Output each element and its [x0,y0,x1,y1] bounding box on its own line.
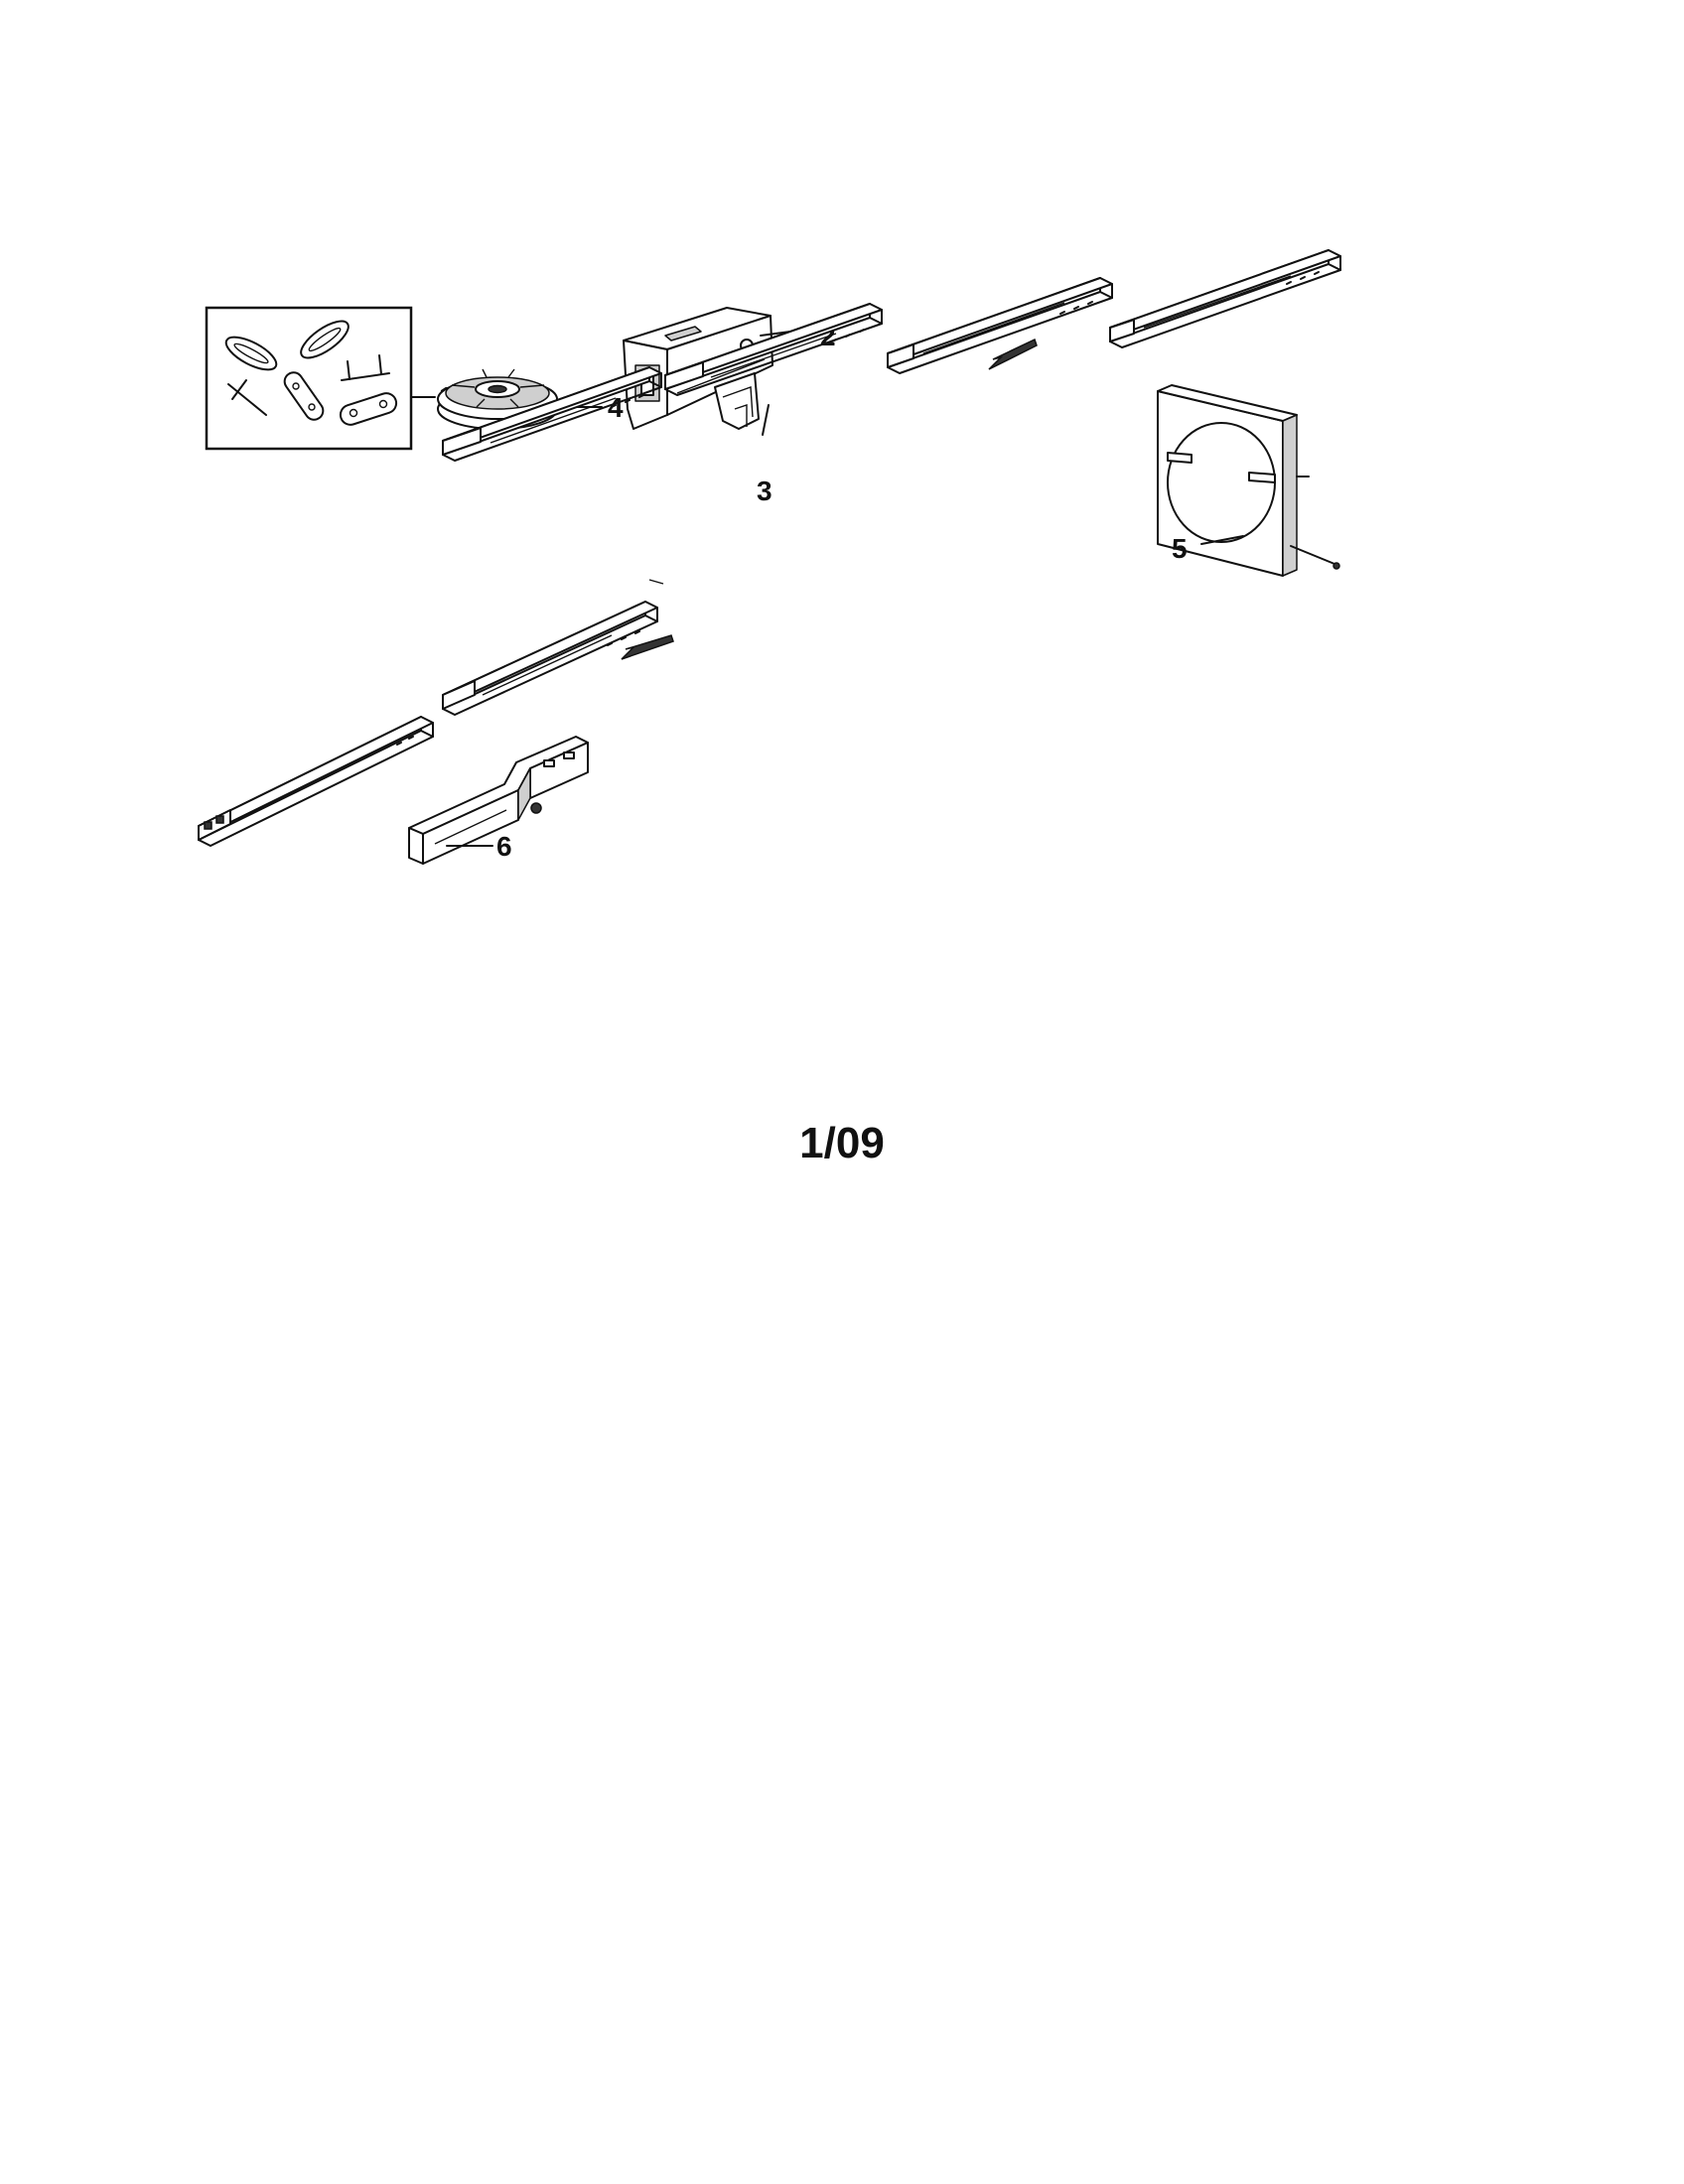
callout-5: 5 [1172,533,1188,564]
link-plate-icon [339,392,398,426]
master-link-icon [224,336,278,371]
callout-4: 4 [608,392,624,423]
part-6-bracket: 6 [408,736,589,865]
rail-section [664,303,883,396]
rail-section [198,716,434,847]
master-link-icon [300,320,350,359]
rail-section [442,579,664,716]
part-3-rail: 3 [198,249,1341,847]
link-plate-icon [283,371,325,421]
callout-3: 3 [757,476,772,506]
pin-icon [341,354,390,381]
pin-icon [227,379,267,416]
part-5-lens: 5 [1157,384,1340,577]
arrow-icon [988,338,1038,370]
callout-6: 6 [496,831,512,862]
page-number: 1/09 [799,1119,885,1167]
rail-section [442,366,662,462]
rail-section [1109,249,1341,348]
rail-section [887,277,1113,374]
part-1-hardware-kit: 1 [205,306,455,451]
arrow-icon [621,634,674,660]
